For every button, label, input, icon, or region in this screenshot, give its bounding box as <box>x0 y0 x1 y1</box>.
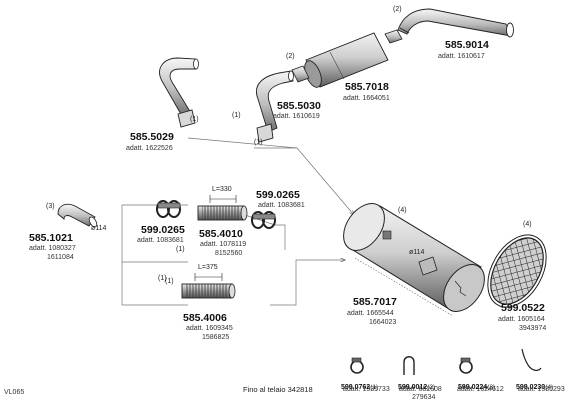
part-adatt-585-5029: adatt. 1622526 <box>126 145 173 152</box>
part-code-599-0522: 599.0522 <box>501 302 545 314</box>
part-code-585-9014: 585.9014 <box>445 39 489 51</box>
flex-pipe-585-4006 <box>181 273 236 299</box>
main-silencer-585-7017 <box>343 203 485 317</box>
dia-585-1021: ø114 <box>91 225 107 232</box>
part-code-585-1021: 585.1021 <box>29 232 73 244</box>
part-code-585-4006: 585.4006 <box>183 312 227 324</box>
part-code-585-7017: 585.7017 <box>353 296 397 308</box>
qty-585-1021: (3) <box>46 203 55 210</box>
bent-pipe-585-5029 <box>159 57 199 128</box>
length-585-4010: L=330 <box>212 186 232 193</box>
qty-585-9014: (2) <box>393 6 402 13</box>
qty-599-0522: (4) <box>523 221 532 228</box>
part-code-585-4010: 585.4010 <box>199 228 243 240</box>
part-adatt-599-0265-b: adatt. 1083681 <box>258 202 305 209</box>
part-extra-599-0522: 3943974 <box>519 325 547 332</box>
part-adatt-599-0265-a: adatt. 1083681 <box>137 237 184 244</box>
qty-585-7017: (4) <box>398 207 407 214</box>
accessory-code: 599.0230 <box>516 384 546 391</box>
accessory-qty: (3) <box>487 384 496 391</box>
accessory-599-0762: 599.0762(1) <box>341 377 378 393</box>
part-code-599-0265-b: 599.0265 <box>256 189 300 201</box>
flex-pipe-585-4010 <box>197 195 248 221</box>
accessory-code: 599.0762 <box>341 384 371 391</box>
qty-585-4006: (1) <box>158 275 167 282</box>
leader-lines <box>121 137 354 306</box>
qty-585-5029: (1) <box>190 116 199 123</box>
tail-pipe-585-9014 <box>397 8 514 38</box>
length-585-4006: L=375 <box>198 264 218 271</box>
qty-label-b: (1) <box>176 246 185 253</box>
accessory-599-0224: 599.0224(3) <box>458 377 495 393</box>
qty-585-5030: (1) <box>254 139 263 146</box>
short-pipe-585-1021 <box>57 203 98 228</box>
part-code-599-0265-a: 599.0265 <box>141 224 185 236</box>
accessory-adatt-599-0762: adatt. 1335733 <box>343 386 390 393</box>
part-adatt-585-4006: adatt. 1609345 <box>186 325 233 332</box>
accessory-qty: (4) <box>545 384 554 391</box>
part-adatt-585-9014: adatt. 1610617 <box>438 53 485 60</box>
dia-585-7017: ø114 <box>409 249 425 256</box>
clamp-pair-right <box>251 211 276 229</box>
qty-label-c: (1) <box>165 278 174 285</box>
frame-note: Fino al telaio 342818 <box>243 385 313 394</box>
part-code-585-5029: 585.5029 <box>130 131 174 143</box>
qty-585-7018: (2) <box>286 53 295 60</box>
part-adatt-585-1021: adatt. 1080327 <box>29 245 76 252</box>
part-extra-585-1021: 1611084 <box>47 254 74 261</box>
heat-shield-599-0522 <box>487 234 547 308</box>
accessory-qty: (1) <box>370 384 379 391</box>
accessory-599-0012: 599.0012(2) <box>398 377 435 393</box>
part-extra-585-4006: 1586825 <box>202 334 230 341</box>
drawing-code: VL065 <box>4 389 25 396</box>
silencer-585-7018 <box>291 29 403 88</box>
accessory-adatt-599-0012: adatt. 682608 <box>399 386 442 393</box>
bent-pipe-585-5030 <box>256 70 294 143</box>
accessory-599-0230: 599.0230(4) <box>516 377 553 393</box>
accessory-code: 599.0224 <box>458 384 488 391</box>
part-code-585-5030: 585.5030 <box>277 100 321 112</box>
qty-label-a: (1) <box>232 112 241 119</box>
clamp-pair-upper <box>156 200 181 218</box>
part-adatt-599-0522: adatt. 1605164 <box>498 316 545 323</box>
accessory-adatt-599-0230: adatt. 1586293 <box>518 386 565 393</box>
accessory-icons <box>350 348 542 375</box>
part-adatt-585-7017: adatt. 1665544 <box>347 310 394 317</box>
accessory-extra-599-0012: 279634 <box>412 394 436 400</box>
accessory-adatt-599-0224: adatt. 1624612 <box>457 386 504 393</box>
part-adatt-585-5030: adatt. 1610619 <box>273 113 320 120</box>
accessory-qty: (2) <box>427 384 436 391</box>
part-code-585-7018: 585.7018 <box>345 81 389 93</box>
accessory-code: 599.0012 <box>398 384 428 391</box>
part-adatt-585-4010: adatt. 1078119 <box>200 241 247 248</box>
part-adatt-585-7018: adatt. 1664051 <box>343 95 390 102</box>
part-extra-585-7017: 1664023 <box>369 319 397 326</box>
part-extra-585-4010: 8152560 <box>215 250 243 257</box>
